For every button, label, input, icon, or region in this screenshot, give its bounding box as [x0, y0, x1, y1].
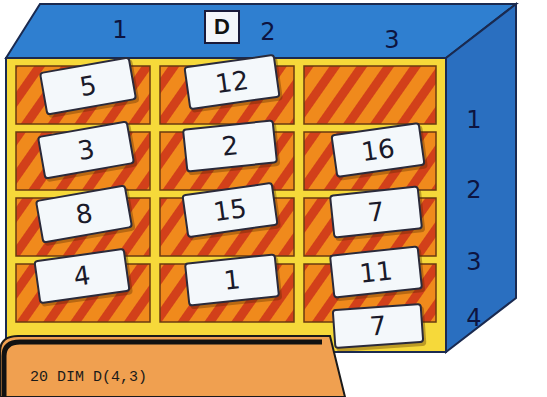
cell-value: 2	[220, 130, 240, 162]
cell-value: 3	[75, 134, 97, 166]
row-number: 3	[466, 248, 481, 276]
basic-statement: 20 DIM D(4,3)	[30, 369, 147, 386]
column-number: 2	[260, 18, 275, 46]
number-card: 7	[329, 185, 423, 238]
cell-value: 7	[369, 310, 388, 341]
code-line: 20 DIM D(4,3)	[30, 364, 250, 390]
cell-value: 11	[358, 255, 394, 288]
column-number: 3	[384, 26, 399, 54]
cell-value: 5	[77, 70, 99, 102]
number-card: 7	[332, 303, 425, 349]
cell-value: 15	[212, 193, 249, 227]
array-name-label: D	[204, 10, 240, 44]
cell-value: 7	[366, 196, 386, 228]
cell-value: D	[214, 14, 230, 40]
column-number: 1	[112, 16, 127, 44]
row-number: 2	[466, 176, 481, 204]
row-number: 4	[466, 304, 481, 332]
number-card: 11	[329, 245, 423, 298]
cell-value: 8	[73, 198, 95, 230]
cell-value: 16	[360, 133, 397, 167]
cell-value: 4	[72, 260, 93, 292]
cell-value: 1	[222, 264, 242, 296]
cell-value: 12	[214, 65, 251, 99]
row-number: 1	[466, 106, 481, 134]
